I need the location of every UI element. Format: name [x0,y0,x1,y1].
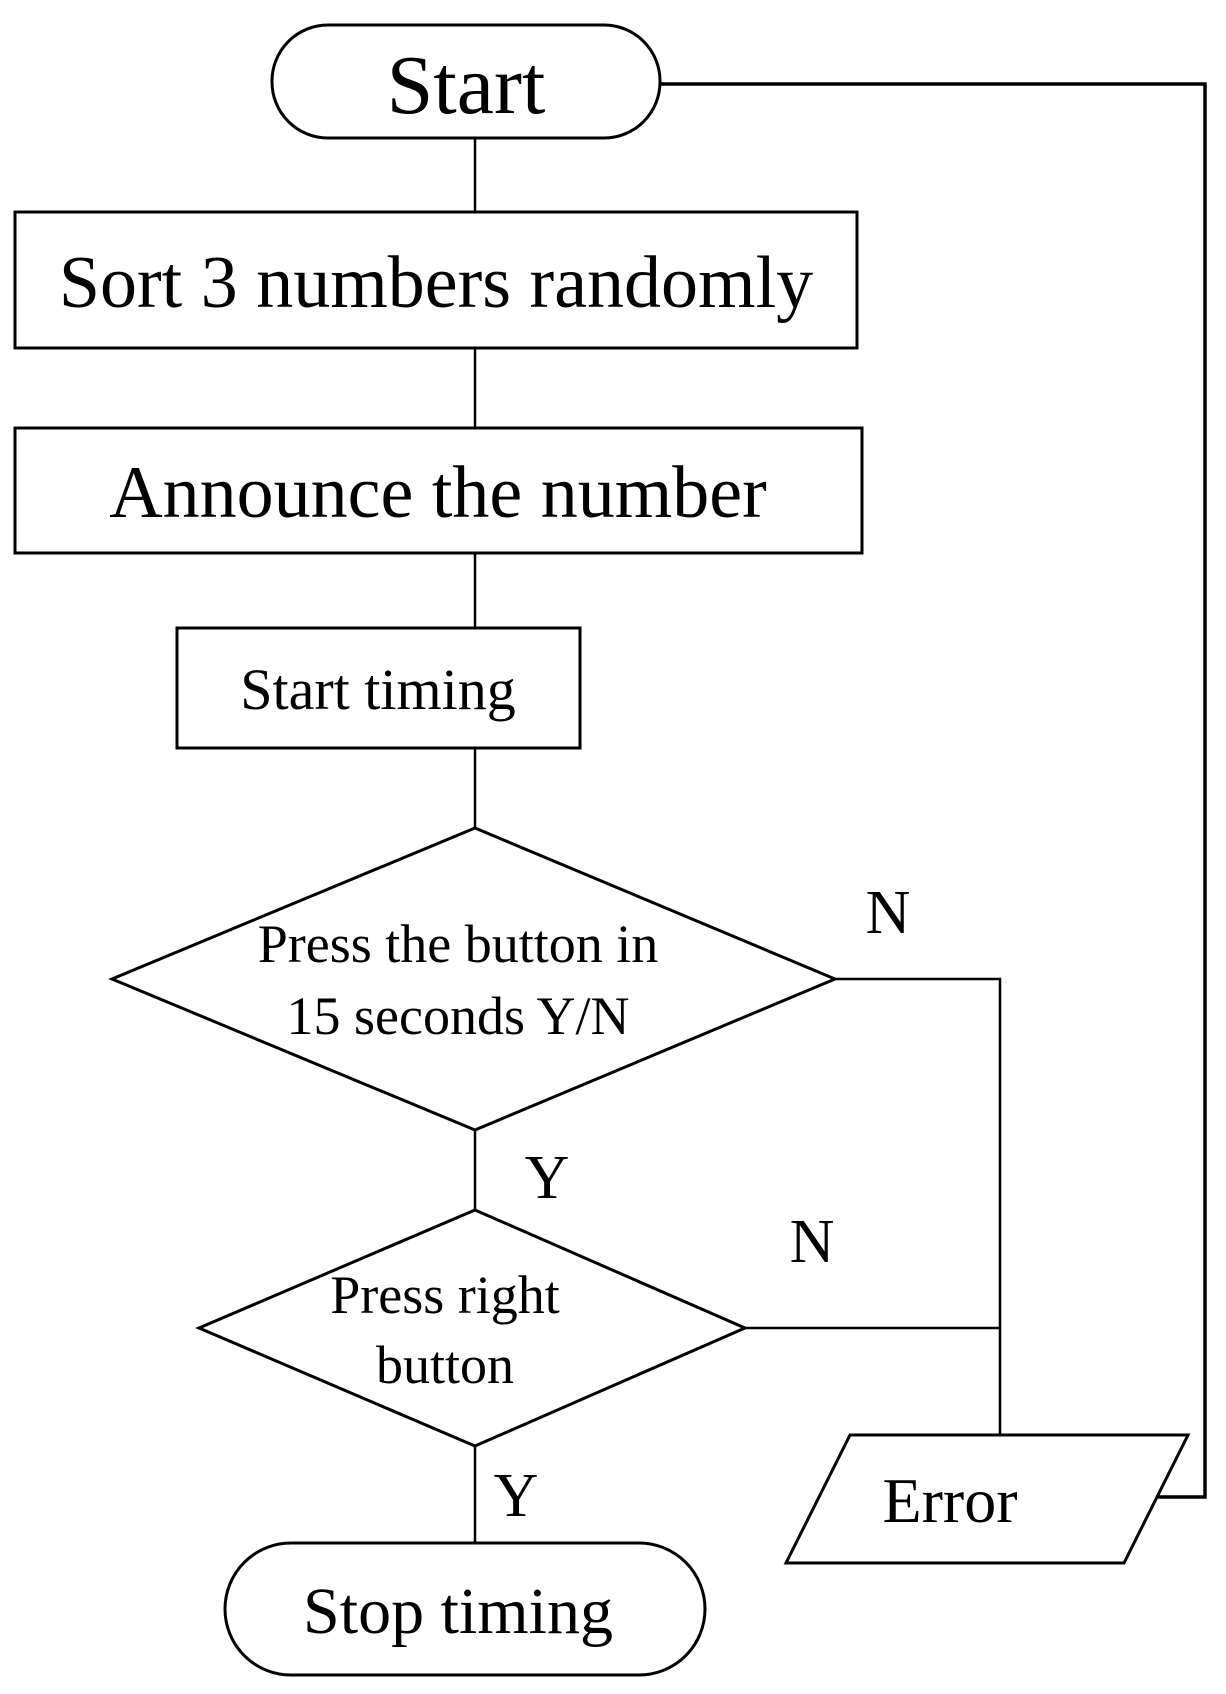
decision2-label-line2: button [376,1335,514,1395]
node-error: Error [783,1433,1191,1565]
decision1-label-line1: Press the button in [258,914,659,974]
decision2-diamond-shape [195,1208,749,1448]
connector-decision1-no-to-error [835,977,1002,1435]
error-parallelogram-shape [783,1433,1191,1565]
node-sort: Sort 3 numbers randomly [13,210,859,350]
decision2-yes-branch-label: Y [494,1462,539,1530]
start-terminator-shape [270,23,662,140]
decision2-label-line1: Press right [330,1265,560,1325]
decision2-no-branch-label: N [790,1208,835,1276]
start-label: Start [387,39,546,132]
node-decision-press-in-15s: Press the button in 15 seconds Y/N [108,826,839,1132]
node-decision-press-right: Press right button [195,1208,749,1448]
announce-process-shape [13,426,864,555]
announce-label: Announce the number [109,452,767,534]
decision1-no-branch-label: N [866,879,911,947]
decision1-diamond-shape [108,826,839,1132]
node-announce: Announce the number [13,426,864,555]
decision1-label-line2: 15 seconds Y/N [287,986,630,1046]
connector-error-loop-to-start [660,82,1207,1499]
node-stop-timing: Stop timing [223,1541,707,1677]
decision1-yes-branch-label: Y [525,1144,570,1212]
start-timing-process-shape [175,626,582,750]
stop-timing-label: Stop timing [303,1575,613,1648]
stop-terminator-shape [223,1541,707,1677]
start-timing-label: Start timing [240,657,516,722]
node-start-timing: Start timing [175,626,582,750]
node-start: Start [270,23,662,140]
sort-process-shape [13,210,859,350]
error-label: Error [882,1465,1017,1536]
sort-label: Sort 3 numbers randomly [59,242,813,324]
connectors [473,82,1207,1543]
